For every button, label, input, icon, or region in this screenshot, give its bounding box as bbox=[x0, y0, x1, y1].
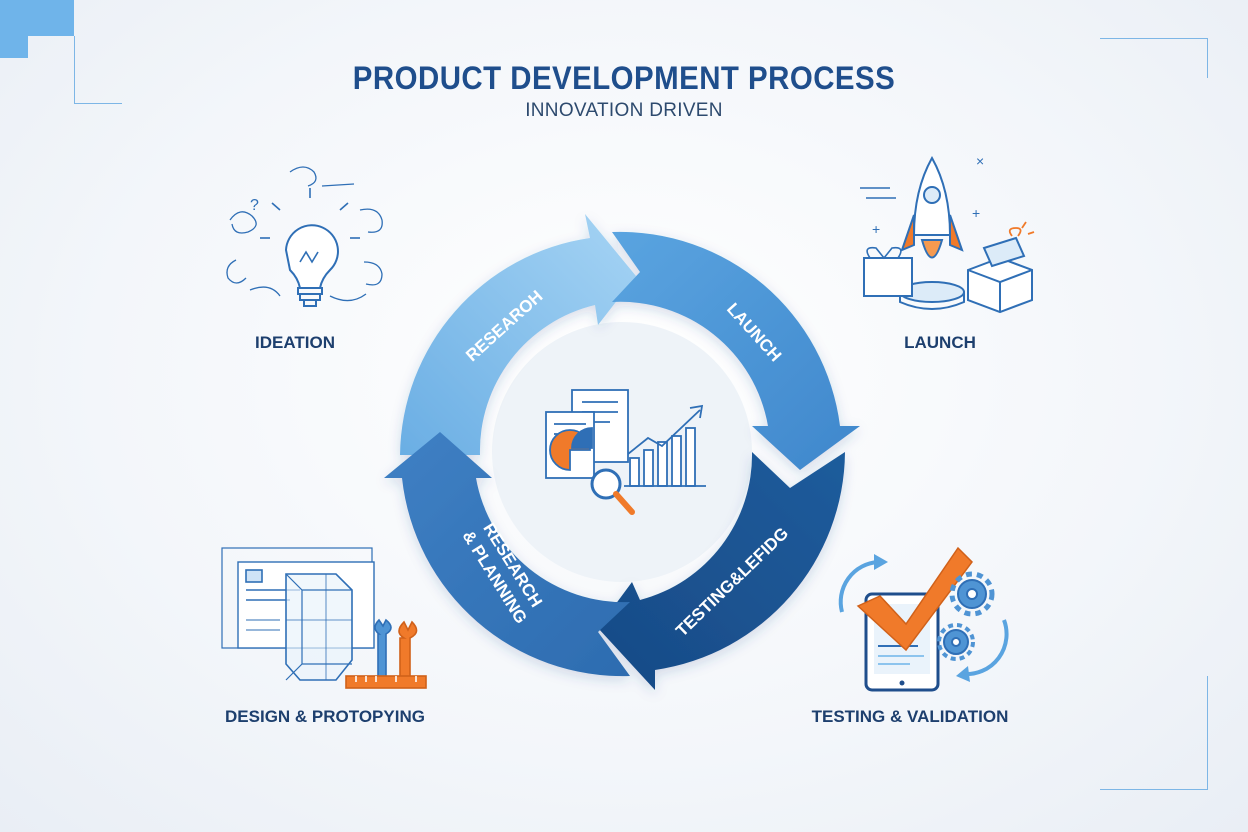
svg-text:?: ? bbox=[250, 197, 259, 214]
rocket-icon: × + + bbox=[860, 153, 1035, 314]
svg-text:×: × bbox=[976, 153, 984, 169]
corner-line-top-right bbox=[1100, 38, 1208, 78]
analytics-report-icon bbox=[545, 389, 706, 515]
cycle-arrow-top-right bbox=[612, 231, 860, 470]
page-title: PRODUCT DEVELOPMENT PROCESS bbox=[352, 60, 896, 96]
corner-line-top-left bbox=[74, 36, 122, 104]
lightbulb-icon: ? bbox=[226, 166, 383, 307]
svg-text:+: + bbox=[872, 221, 880, 237]
cycle-arrow-top-left bbox=[400, 214, 636, 455]
cycle-arrow-bottom-left bbox=[384, 432, 630, 677]
svg-text:+: + bbox=[972, 205, 980, 221]
corner-block-top-left bbox=[0, 0, 74, 36]
stage-label-launch: LAUNCH bbox=[904, 333, 976, 352]
stage-label-testing: TESTING & VALIDATION bbox=[811, 707, 1009, 726]
page-subtitle: INNOVATION DRIVEN bbox=[525, 100, 723, 121]
tablet-checkmark-icon bbox=[838, 546, 1009, 692]
cycle-arrow-bottom-right bbox=[598, 452, 845, 690]
stage-label-design: DESIGN & PROTOPYING bbox=[225, 707, 425, 726]
blueprint-tools-icon bbox=[221, 547, 427, 689]
corner-line-bottom-right bbox=[1100, 676, 1208, 790]
corner-block-top-left-2 bbox=[0, 36, 28, 58]
stage-label-ideation: IDEATION bbox=[255, 333, 335, 352]
